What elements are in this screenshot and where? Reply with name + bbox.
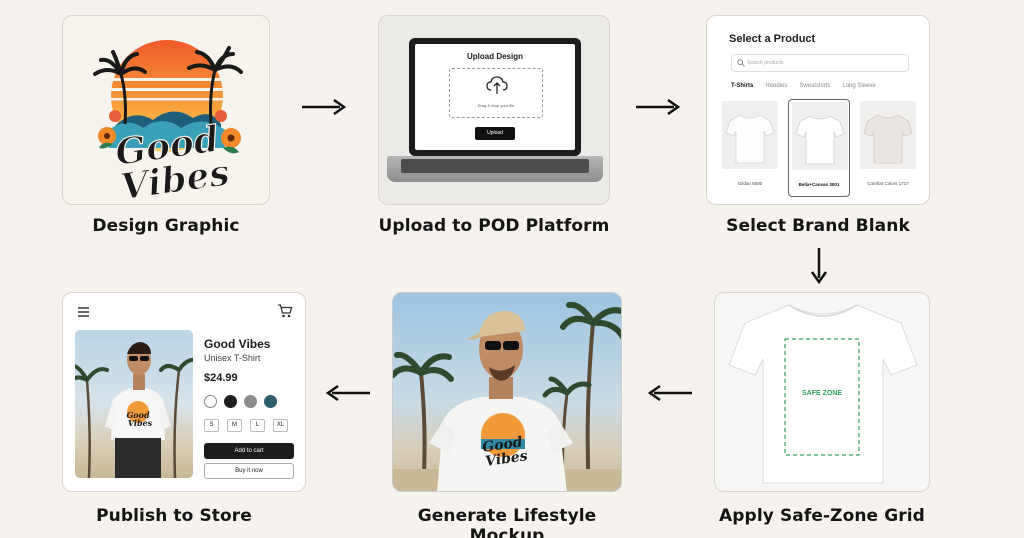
cloud-upload-icon	[486, 76, 508, 94]
tshirt-image	[863, 114, 913, 164]
product-label: Bella+Canvas 3001	[798, 182, 840, 187]
tab-hoodies[interactable]: Hoodies	[765, 83, 788, 89]
good-vibes-graphic: Good Vibes	[93, 40, 243, 204]
upload-title: Upload Design	[466, 52, 523, 61]
color-swatch-black[interactable]	[224, 395, 237, 408]
tshirt-safe-zone-image	[728, 304, 918, 484]
search-icon	[737, 59, 745, 67]
color-swatch-grey[interactable]	[244, 395, 257, 408]
product-card-comfort-colors[interactable]: Comfort Colors 1717	[857, 99, 919, 197]
product-card-bella-canvas[interactable]: Bella+Canvas 3001	[788, 99, 850, 197]
product-tabs: T-Shirts Hoodies Sweatshirts Long Sleeve	[731, 83, 876, 89]
buy-now-button[interactable]: Buy it now	[204, 463, 294, 479]
product-price: $24.99	[204, 372, 238, 384]
arrow-down-icon	[810, 248, 828, 285]
shirt-print-good: Good	[481, 434, 523, 455]
store-card: Good Vibes Good Vibes Unisex T-Shirt $24…	[62, 292, 306, 492]
step-caption-upload: Upload to POD Platform	[378, 216, 610, 236]
shirt-print-vibes: Vibes	[484, 448, 528, 470]
arrow-right-icon	[636, 98, 681, 116]
tshirt-image	[795, 115, 845, 165]
product-name: Good Vibes	[204, 337, 271, 351]
design-graphic-card: Good Vibes	[62, 15, 270, 205]
safe-zone-card: SAFE ZONE	[714, 292, 930, 492]
color-swatch-teal[interactable]	[264, 395, 277, 408]
arrow-right-icon	[302, 98, 347, 116]
cart-icon[interactable]	[277, 303, 293, 319]
product-label: Gildan 5000	[737, 181, 763, 186]
laptop-screen: Upload Design Drag & drop your file Uplo…	[409, 38, 581, 156]
tab-sweatshirts[interactable]: Sweatshirts	[799, 83, 831, 89]
product-card-gildan[interactable]: Gildan 5000	[719, 99, 781, 197]
search-placeholder: Search products	[747, 60, 784, 66]
size-option[interactable]: S	[204, 419, 219, 432]
step-caption-publish: Publish to Store	[96, 506, 252, 526]
mini-print-good: Good	[126, 410, 150, 420]
upload-button[interactable]: Upload	[475, 127, 515, 140]
select-product-title: Select a Product	[729, 33, 816, 45]
select-product-card: Select a Product Search products T-Shirt…	[706, 15, 930, 205]
step-caption-lifestyle: Generate Lifestyle Mockup	[417, 506, 597, 538]
drop-zone[interactable]: Drag & drop your file	[449, 68, 543, 118]
drop-zone-text: Drag & drop your file	[477, 103, 515, 108]
step-caption-safe-zone: Apply Safe-Zone Grid	[719, 506, 925, 526]
add-to-cart-button[interactable]: Add to cart	[204, 443, 294, 459]
size-option[interactable]: L	[250, 419, 265, 432]
lifestyle-photo: Good Vibes	[393, 301, 621, 491]
tab-long-sleeve[interactable]: Long Sleeve	[842, 83, 876, 89]
safe-zone-rect	[784, 338, 860, 456]
product-label: Comfort Colors 1717	[867, 181, 909, 186]
color-swatch-white[interactable]	[204, 395, 217, 408]
step-caption-select: Select Brand Blank	[726, 216, 910, 236]
lifestyle-mockup-card: Good Vibes	[392, 292, 622, 492]
laptop-keyboard	[401, 159, 589, 173]
product-photo: Good Vibes	[75, 330, 193, 478]
tab-tshirts[interactable]: T-Shirts	[731, 83, 754, 89]
size-option[interactable]: M	[227, 419, 242, 432]
mini-print-vibes: Vibes	[128, 418, 153, 428]
arrow-left-icon	[647, 384, 692, 402]
upload-card: Upload Design Drag & drop your file Uplo…	[378, 15, 610, 205]
search-input[interactable]: Search products	[731, 54, 909, 72]
product-type: Unisex T-Shirt	[204, 353, 261, 363]
safe-zone-label: SAFE ZONE	[801, 390, 843, 397]
arrow-left-icon	[325, 384, 370, 402]
step-caption-design: Design Graphic	[92, 216, 240, 236]
menu-icon[interactable]	[77, 306, 91, 318]
tshirt-image	[725, 114, 775, 164]
size-option[interactable]: XL	[273, 419, 288, 432]
